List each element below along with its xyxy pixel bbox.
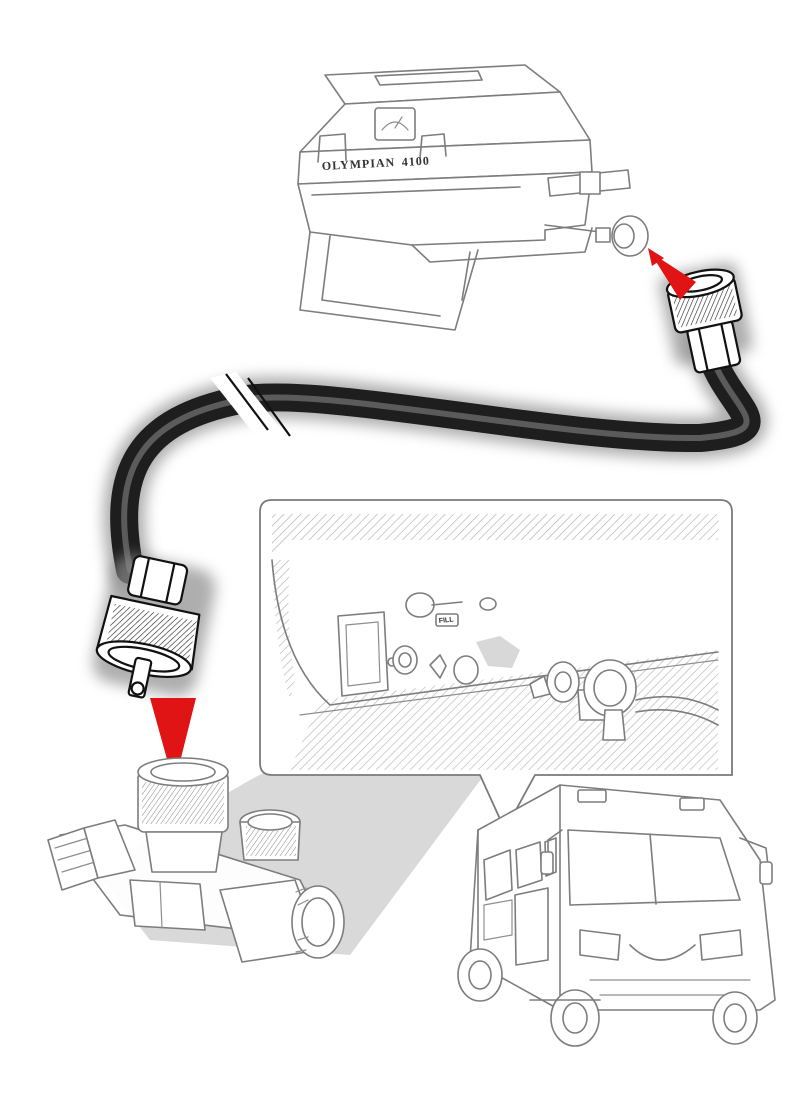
grill-brand-label: OLYMPIAN — [321, 155, 395, 173]
grill-model-label: 4100 — [401, 154, 430, 169]
lp-panel-icon: FILL — [259, 499, 733, 833]
grill-icon: OLYMPIAN 4100 — [297, 64, 649, 331]
tee-fitting-icon — [47, 757, 345, 963]
quick-connect-icon — [659, 262, 753, 374]
motorhome-icon — [457, 784, 776, 1047]
connection-arrow-tee — [150, 698, 196, 770]
fill-label: FILL — [438, 616, 454, 625]
connection-arrow-grill-body — [650, 252, 696, 300]
pol-fitting-icon — [92, 554, 216, 699]
hose-break-mark — [210, 372, 291, 444]
